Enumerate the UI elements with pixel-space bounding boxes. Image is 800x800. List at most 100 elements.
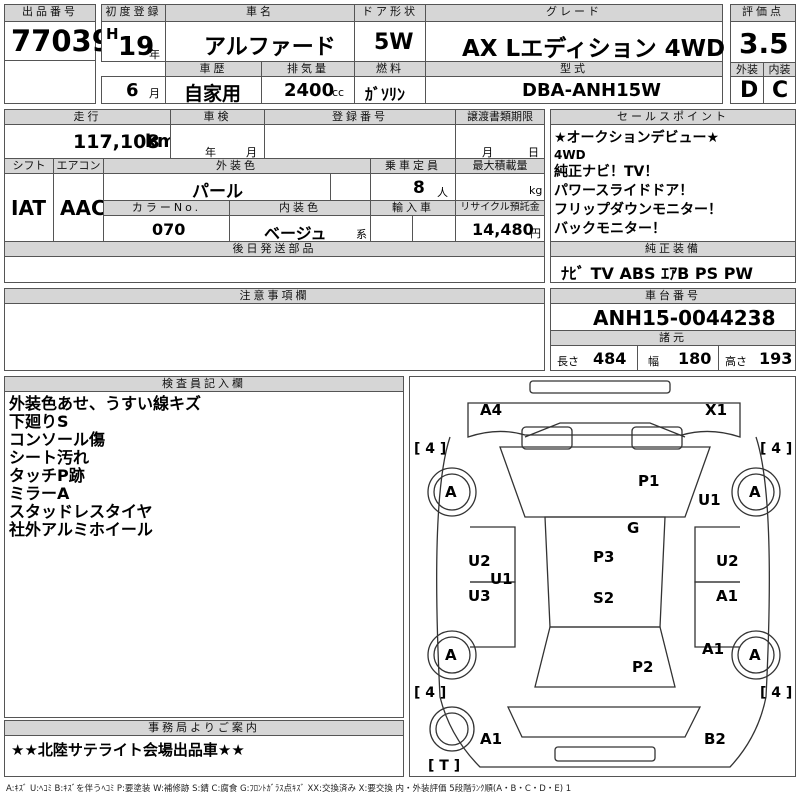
- intcolor-label: 内装色: [229, 200, 371, 216]
- ac-label: エアコン: [53, 158, 104, 174]
- notes-cell: [4, 303, 545, 371]
- int-cell: C: [763, 76, 796, 104]
- model: DBA-ANH15W: [522, 80, 662, 101]
- model-label: 型式: [425, 61, 723, 77]
- rear-bumper-outline: [554, 746, 656, 762]
- wheel-rr: [731, 630, 781, 680]
- inspector-line: シート汚れ: [9, 448, 90, 467]
- later-parts-cell: [4, 256, 545, 283]
- wheel-mark-fr: A: [749, 483, 761, 501]
- left-rear-door: [470, 581, 516, 648]
- equip-cell: ﾅﾋﾞ TV ABS ｴｱB PS PW: [550, 256, 796, 283]
- lot-label: 出品番号: [4, 4, 96, 22]
- height-cell: 高さ 193: [718, 345, 796, 371]
- length: 484: [593, 349, 627, 368]
- headlight-left: [521, 426, 573, 450]
- sales-point: パワースライドドア！: [554, 183, 694, 199]
- car-name-cell: アルファード: [165, 21, 355, 62]
- damage-mark: P1: [638, 472, 660, 490]
- reg-year-cell: H 19 年: [101, 21, 166, 62]
- sales-point: 4WD: [554, 148, 586, 162]
- wheel-fl-inner: [433, 473, 471, 511]
- reg-month-unit: 月: [149, 87, 160, 100]
- tread-fr: [ 4 ]: [760, 441, 793, 457]
- car-name: アルファード: [204, 35, 336, 60]
- wheel-fr-inner: [737, 473, 775, 511]
- history: 自家用: [184, 83, 242, 105]
- later-parts-label: 後日発送部品: [4, 241, 545, 257]
- score-cell: 3.5: [730, 21, 796, 63]
- tread-rl: [ 4 ]: [414, 685, 447, 701]
- inspector-line: コンソール傷: [9, 430, 106, 449]
- lot-number: 77039: [11, 24, 112, 58]
- ext-label: 外装: [730, 62, 764, 77]
- shift-label: シフト: [4, 158, 54, 174]
- hood-outline: [467, 402, 741, 438]
- mileage-label: 走行: [4, 109, 171, 125]
- spare-tire: [429, 706, 475, 752]
- fuel: ｶﾞｿﾘﾝ: [365, 85, 406, 104]
- wheel-rl-inner: [433, 636, 471, 674]
- mileage: 117,108: [73, 131, 160, 153]
- damage-diagram: [ 4 ] [ 4 ] [ 4 ] [ 4 ] [ T ] A A A A A4…: [409, 376, 796, 777]
- windshield-outline: [499, 446, 711, 518]
- grade: AX Lエディション 4WD: [462, 36, 726, 62]
- wheel-mark-fl: A: [445, 483, 457, 501]
- shift-cell: IAT: [4, 173, 54, 242]
- inspector-line: 社外アルミホイール: [9, 520, 153, 539]
- history-label: 車歴: [165, 61, 262, 77]
- colorno: 070: [152, 220, 186, 239]
- tread-rr: [ 4 ]: [760, 685, 793, 701]
- roof-front-line: [524, 422, 686, 438]
- color-blank: [330, 173, 371, 201]
- history-cell: 自家用: [165, 76, 262, 105]
- wheel-mark-rl: A: [445, 646, 457, 664]
- seats-label: 乗車定員: [370, 158, 456, 174]
- length-cell: 長さ 484: [550, 345, 638, 371]
- front-bumper-outline: [529, 380, 671, 394]
- disp-label: 排気量: [261, 61, 355, 77]
- damage-mark: G: [627, 519, 640, 537]
- insp-month-unit: 月: [246, 146, 257, 159]
- car-outline-svg: [427, 380, 781, 768]
- reg-month: 6: [126, 80, 139, 101]
- import-label: 輸入車: [370, 200, 456, 216]
- intcolor-cell: ベージュ 系: [229, 215, 371, 243]
- reg-year: 19: [118, 32, 155, 62]
- inspector-line: スタッドレスタイヤ: [9, 502, 153, 521]
- headlight-right: [631, 426, 683, 450]
- width-cell: 幅 180: [637, 345, 719, 371]
- lot-blank: [4, 60, 96, 104]
- wheel-fr: [731, 467, 781, 517]
- reg-label: 初度登録: [101, 4, 166, 22]
- equip-label: 純正装備: [550, 241, 796, 257]
- damage-mark: U1: [698, 491, 721, 509]
- ext-grade: D: [740, 78, 759, 103]
- seats-unit: 人: [437, 186, 448, 199]
- recycle-cell: 14,480 円: [455, 215, 545, 242]
- fuel-cell: ｶﾞｿﾘﾝ: [354, 76, 426, 104]
- doors: 5W: [374, 30, 414, 55]
- inspection-cell: 年 月: [170, 124, 265, 159]
- wheel-fl: [427, 467, 477, 517]
- colorno-cell: 070: [103, 215, 230, 242]
- tread-fl: [ 4 ]: [414, 441, 447, 457]
- color: パール: [192, 182, 243, 202]
- transfer-month-unit: 月: [482, 146, 493, 159]
- mileage-cell: 117,108 km: [4, 124, 176, 159]
- damage-mark: U1: [490, 570, 513, 588]
- load-unit: kg: [529, 184, 543, 197]
- doors-cell: 5W: [354, 21, 426, 62]
- load-cell: kg: [455, 173, 545, 201]
- disp-unit: cc: [332, 86, 345, 99]
- reg-month-cell: 6 月: [101, 76, 166, 104]
- fuel-label: 燃料: [354, 61, 426, 77]
- transfer-cell: 月 日: [455, 124, 545, 159]
- damage-mark: U3: [468, 587, 491, 605]
- damage-mark: X1: [705, 401, 728, 419]
- displacement: 2400: [284, 80, 335, 101]
- inspector-line: 外装色あせ、うすい線キズ: [9, 394, 202, 413]
- office-cell: ★★北陸サテライト会場出品車★★: [4, 735, 404, 777]
- damage-mark: A1: [702, 640, 725, 658]
- model-cell: DBA-ANH15W: [425, 76, 723, 104]
